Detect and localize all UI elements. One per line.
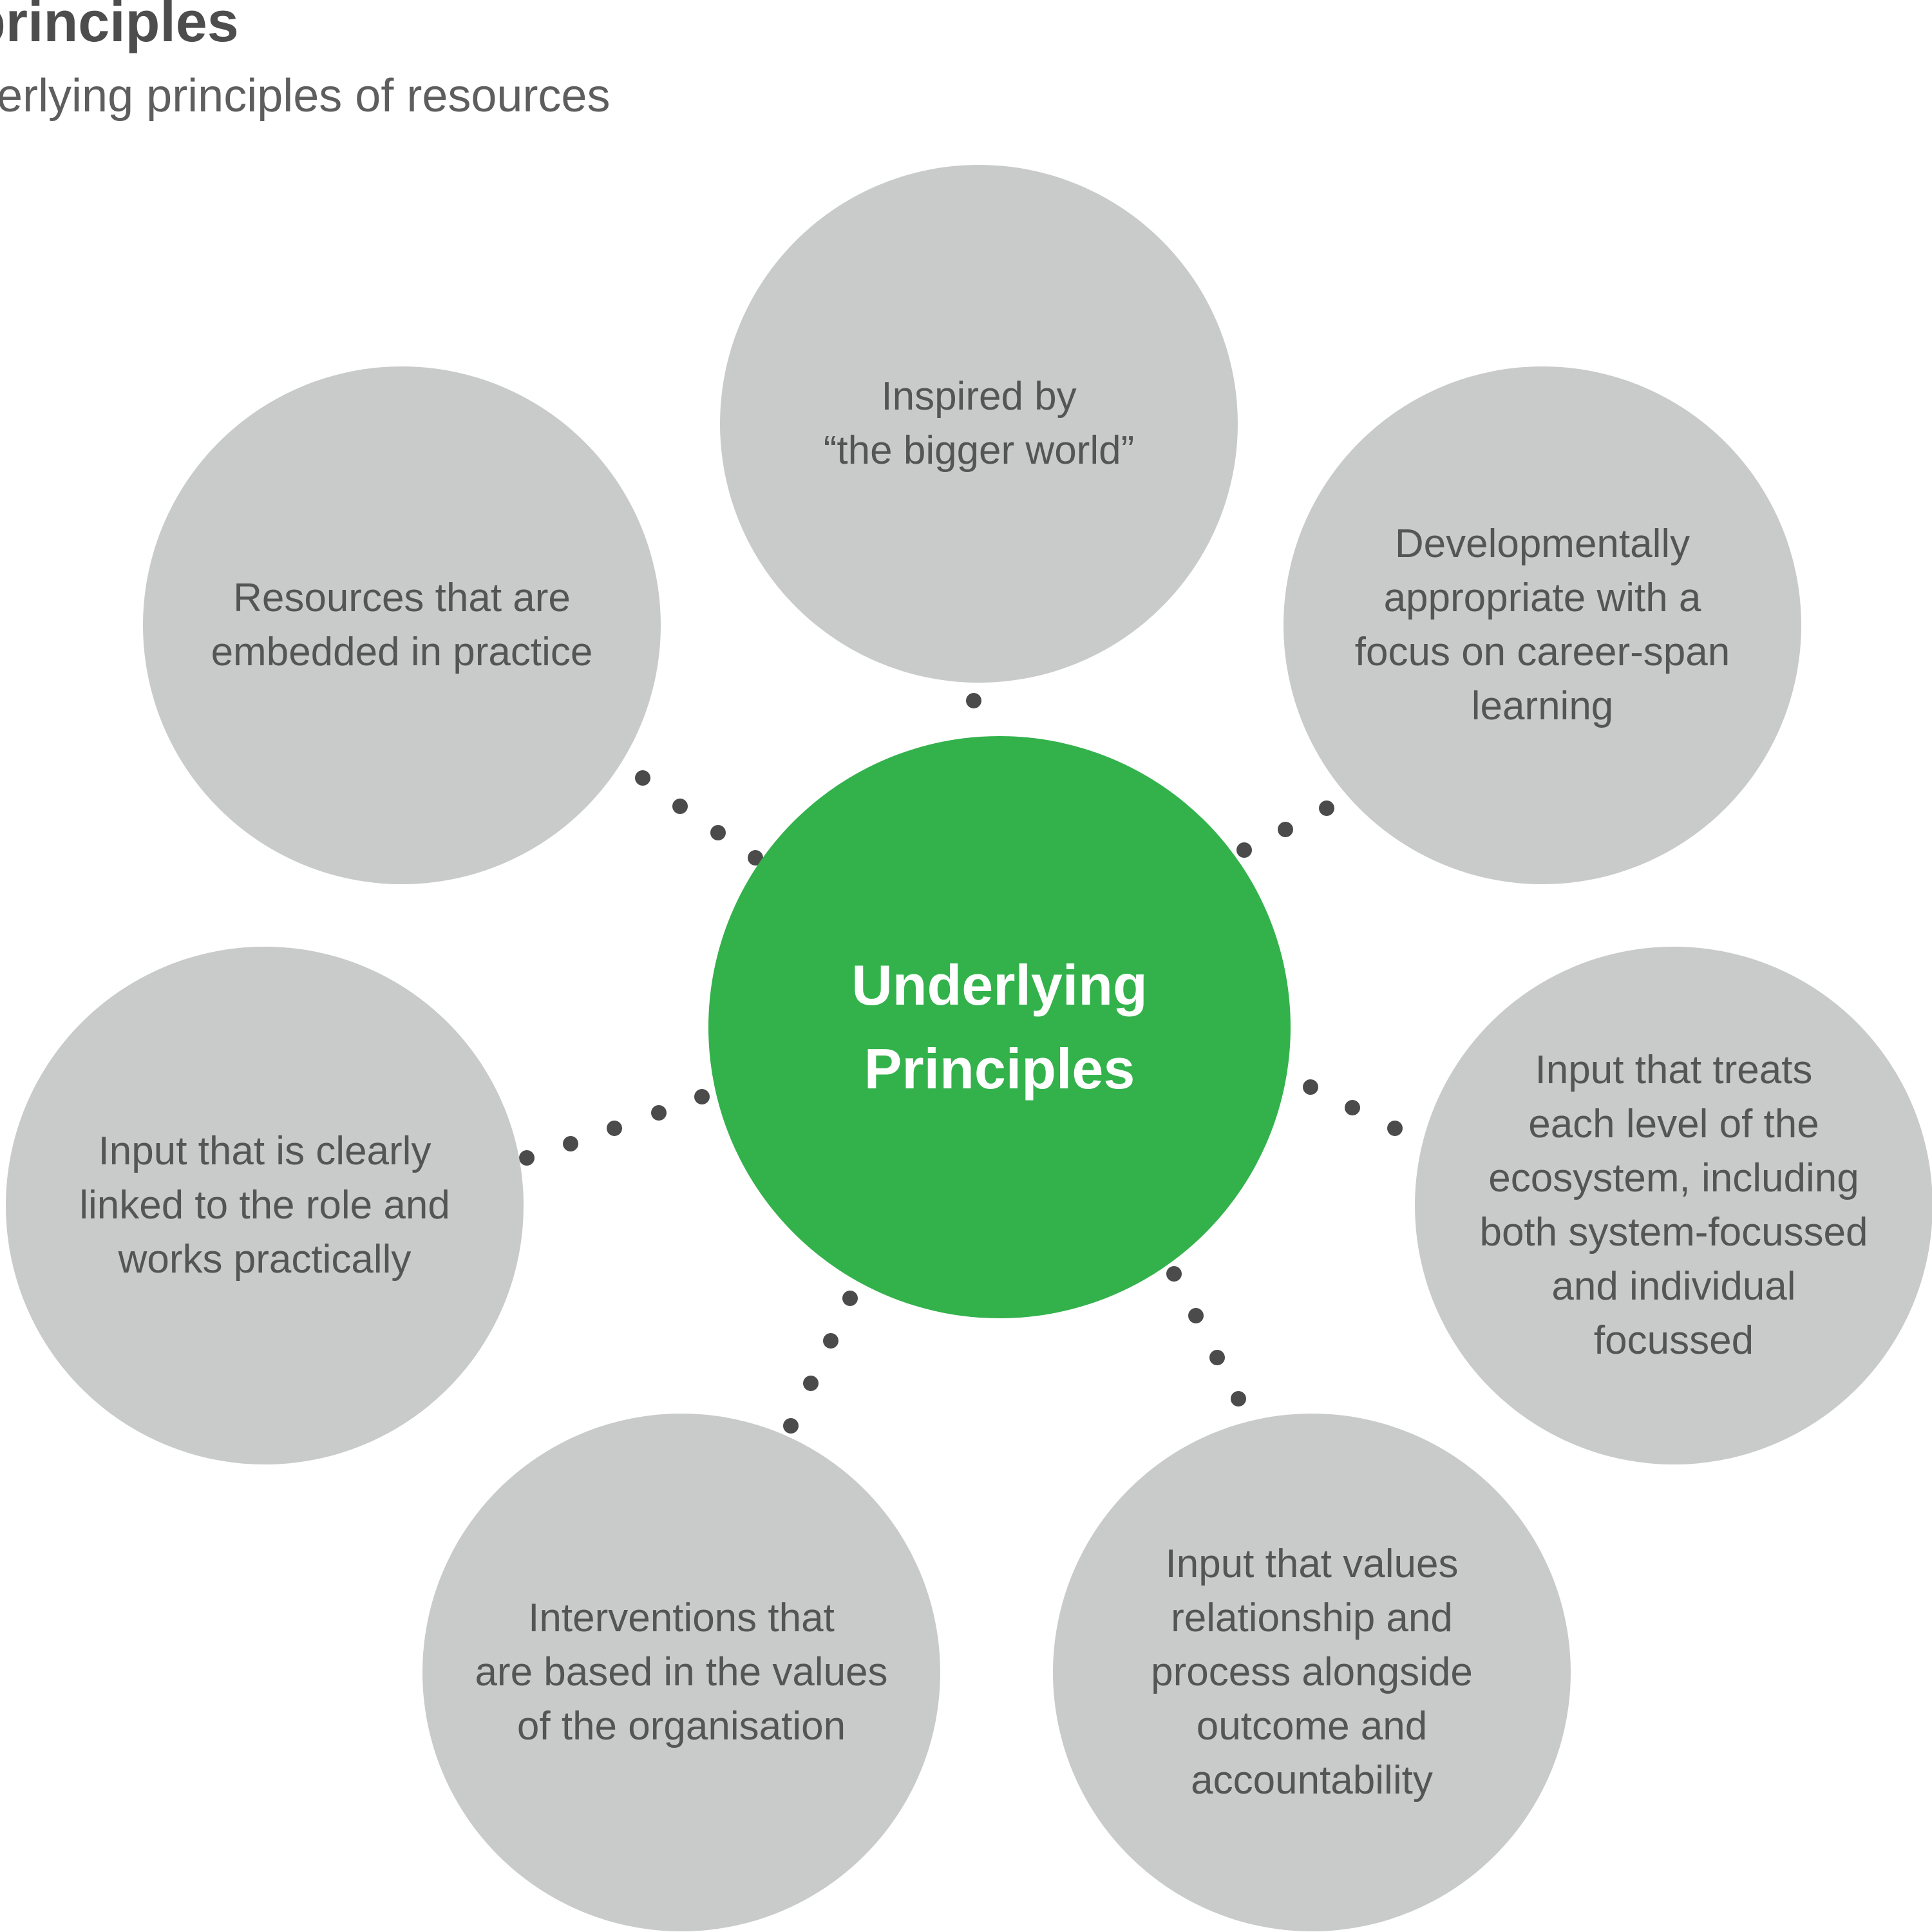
connector-dot <box>803 1376 819 1391</box>
connector-dot <box>1231 1391 1246 1406</box>
connector-dot <box>1236 842 1252 858</box>
principle-node-bottom-left: Interventions that are based in the valu… <box>422 1414 940 1931</box>
connector-dot <box>694 1089 710 1104</box>
connector-dot <box>823 1333 838 1349</box>
principle-node-top-right: Developmentally appropriate with a focus… <box>1283 366 1801 884</box>
connector-dot <box>1188 1308 1204 1323</box>
principle-node-label: Inspired by “the bigger world” <box>823 374 1135 473</box>
principle-node-label: Input that values relationship and proce… <box>1151 1542 1473 1803</box>
connector-dot <box>672 799 688 814</box>
connector-dot <box>1278 822 1293 837</box>
connector-dot <box>563 1136 578 1151</box>
principle-node-right: Input that treats each level of the ecos… <box>1415 947 1932 1464</box>
connector-dot <box>1345 1100 1360 1115</box>
principle-node-label: Resources that are embedded in practice <box>211 576 593 674</box>
connector-dot <box>710 825 726 840</box>
principle-node-label: Input that treats each level of the ecos… <box>1479 1048 1868 1363</box>
principle-node-top: Inspired by “the bigger world” <box>720 165 1238 683</box>
connector-dot <box>1303 1079 1318 1095</box>
connector-dot <box>651 1105 667 1121</box>
principle-node-label: Developmentally appropriate with a focus… <box>1354 522 1730 728</box>
principle-node-top-left: Resources that are embedded in practice <box>143 366 661 884</box>
connector-dot <box>842 1291 858 1306</box>
page-title: principles <box>0 0 239 53</box>
connector-dot <box>966 693 981 708</box>
center-node-label: Underlying Principles <box>851 953 1148 1101</box>
center-node: Underlying Principles <box>708 736 1291 1318</box>
principle-node-left: Input that is clearly linked to the role… <box>6 947 524 1464</box>
connector-dot <box>1387 1121 1403 1136</box>
connector-dot <box>783 1418 799 1434</box>
principle-node-bottom-right: Input that values relationship and proce… <box>1053 1414 1571 1931</box>
principle-node-label: Interventions that are based in the valu… <box>475 1596 888 1748</box>
connector-dot <box>635 770 650 786</box>
connector-dot <box>1209 1350 1225 1365</box>
connector-dot <box>519 1150 535 1166</box>
principle-node-label: Input that is clearly linked to the role… <box>79 1129 450 1282</box>
page-subtitle: derlying principles of resources <box>0 70 611 122</box>
connector-dot <box>1319 800 1334 816</box>
connector-dot <box>607 1121 622 1136</box>
connector-dot <box>1166 1266 1182 1282</box>
